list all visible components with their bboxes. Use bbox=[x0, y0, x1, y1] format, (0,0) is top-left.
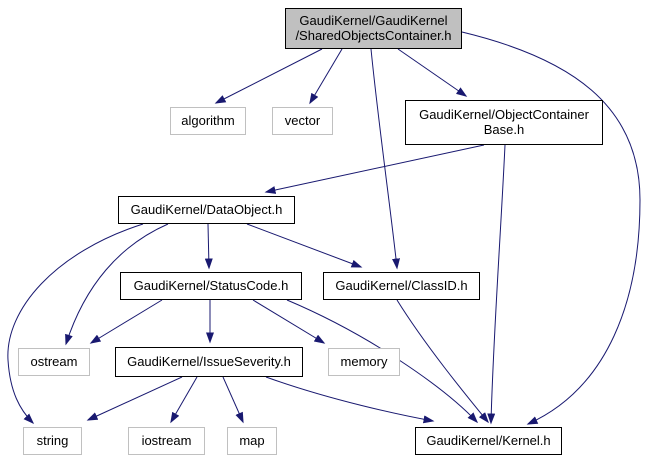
node-data-object[interactable]: GaudiKernel/DataObject.h bbox=[118, 196, 295, 224]
node-kernel[interactable]: GaudiKernel/Kernel.h bbox=[415, 427, 562, 455]
edge-dataobject-to-string bbox=[7, 223, 144, 425]
edge-sharedobjectscontainer-to-kernel bbox=[461, 31, 641, 425]
node-vector: vector bbox=[272, 107, 333, 135]
edge-dataobject-to-statuscode bbox=[204, 223, 213, 270]
node-map: map bbox=[227, 427, 277, 455]
node-shared-objects-container: GaudiKernel/GaudiKernel /SharedObjectsCo… bbox=[285, 8, 462, 49]
edge-sharedobjectscontainer-to-classid bbox=[370, 48, 400, 270]
edge-issueseverity-to-iostream bbox=[170, 376, 198, 424]
node-object-container-base[interactable]: GaudiKernel/ObjectContainer Base.h bbox=[405, 100, 603, 145]
edge-issueseverity-to-map bbox=[222, 376, 244, 424]
edge-dataobject-to-classid bbox=[246, 223, 363, 268]
node-string: string bbox=[23, 427, 82, 455]
edge-sharedobjectscontainer-to-algorithm bbox=[214, 48, 323, 104]
edge-objectcontainerbase-to-dataobject bbox=[264, 144, 485, 194]
edge-objectcontainerbase-to-kernel bbox=[487, 144, 506, 425]
edge-issueseverity-to-string bbox=[86, 376, 183, 421]
node-issue-severity[interactable]: GaudiKernel/IssueSeverity.h bbox=[115, 347, 303, 377]
edge-statuscode-to-ostream bbox=[89, 299, 163, 344]
node-iostream: iostream bbox=[128, 427, 205, 455]
edge-sharedobjectscontainer-to-objectcontainerbase bbox=[397, 48, 468, 97]
node-status-code[interactable]: GaudiKernel/StatusCode.h bbox=[120, 272, 302, 300]
node-memory: memory bbox=[328, 348, 400, 376]
edge-classid-to-kernel bbox=[396, 299, 489, 424]
edge-sharedobjectscontainer-to-vector bbox=[309, 48, 343, 105]
node-algorithm: algorithm bbox=[170, 107, 246, 135]
node-class-id[interactable]: GaudiKernel/ClassID.h bbox=[323, 272, 480, 300]
node-ostream: ostream bbox=[18, 348, 90, 376]
edge-statuscode-to-memory bbox=[252, 299, 326, 344]
edge-issueseverity-to-kernel bbox=[265, 376, 435, 424]
